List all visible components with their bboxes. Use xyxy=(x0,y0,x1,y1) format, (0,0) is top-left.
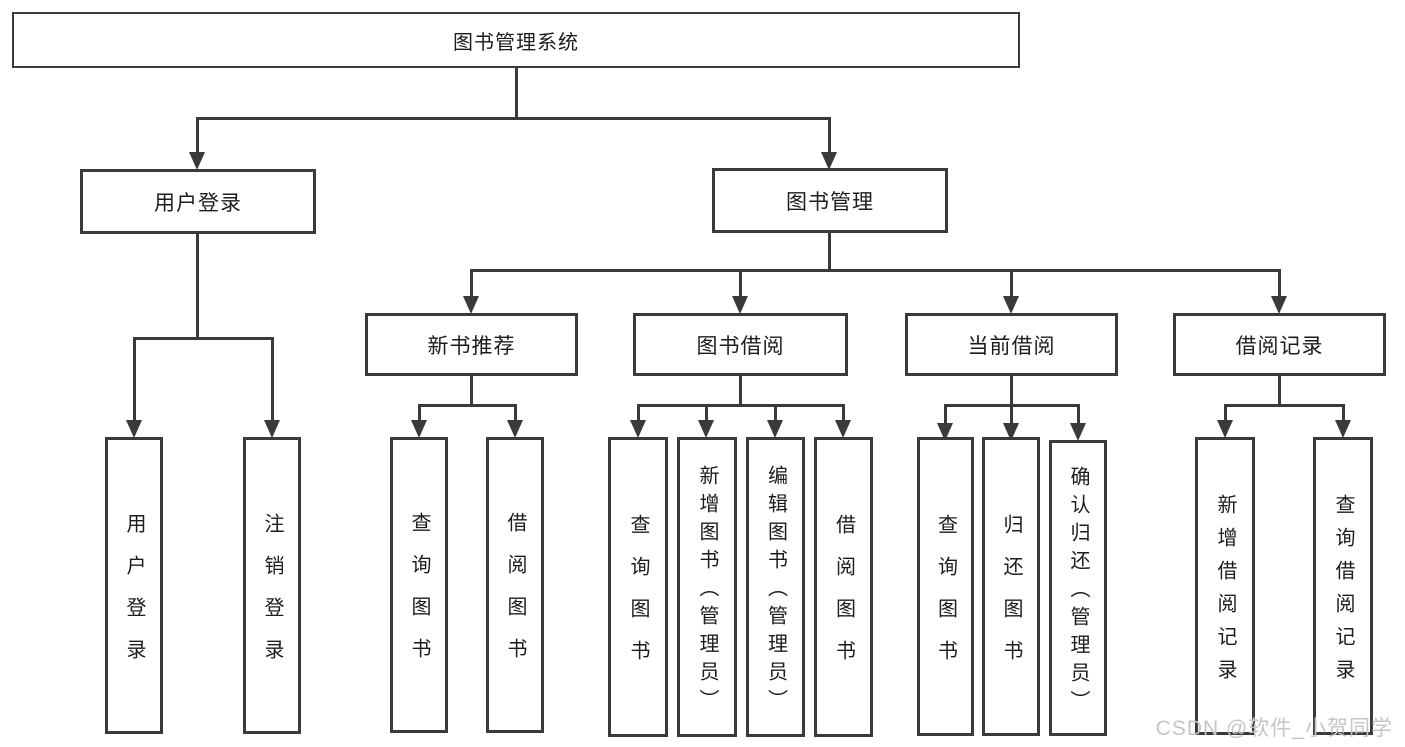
connector-line xyxy=(774,404,777,421)
arrow-down-icon xyxy=(189,152,205,170)
arrow-down-icon xyxy=(821,152,837,170)
connector-line xyxy=(637,404,640,421)
leaf-current-confirm-return-admin: 确认归还（管理员） xyxy=(1049,440,1107,736)
arrow-down-icon xyxy=(1070,423,1086,441)
arrow-down-icon xyxy=(507,420,523,438)
watermark: CSDN @软件_小贺同学 xyxy=(1155,717,1393,740)
leaf-records-query-record-label: 查询借阅记录 xyxy=(1332,493,1354,692)
node-borrow-records: 借阅记录 xyxy=(1173,313,1386,376)
connector-line xyxy=(196,117,199,153)
arrow-down-icon xyxy=(767,420,783,438)
leaf-borrow-add-books-admin: 新增图书（管理员） xyxy=(677,437,737,737)
leaf-current-query-books: 查询图书 xyxy=(917,437,974,736)
leaf-newbook-query-books: 查询图书 xyxy=(390,437,448,733)
leaf-borrow-query-books-label: 查询图书 xyxy=(627,514,649,682)
leaf-logout-label: 注销登录 xyxy=(261,512,283,681)
connector-line xyxy=(739,376,742,407)
arrow-down-icon xyxy=(463,296,479,314)
connector-line xyxy=(470,376,473,407)
leaf-current-return-books-label: 归还图书 xyxy=(1000,513,1022,682)
leaf-current-confirm-return-admin-label: 确认归还（管理员） xyxy=(1067,466,1089,718)
arrow-down-icon xyxy=(1003,423,1019,441)
leaf-borrow-edit-books-admin: 编辑图书（管理员） xyxy=(746,437,805,737)
connector-line xyxy=(1278,269,1281,297)
connector-line xyxy=(470,269,1281,272)
arrow-down-icon xyxy=(630,420,646,438)
node-borrow-records-label: 借阅记录 xyxy=(1235,334,1324,358)
arrow-down-icon xyxy=(937,423,953,441)
leaf-current-return-books: 归还图书 xyxy=(982,437,1040,736)
leaf-current-query-books-label: 查询图书 xyxy=(934,513,957,682)
connector-line xyxy=(514,404,517,421)
connector-line xyxy=(842,404,845,421)
connector-line xyxy=(418,404,517,407)
leaf-borrow-borrow-books-label: 借阅图书 xyxy=(832,514,855,682)
node-current-borrow: 当前借阅 xyxy=(905,313,1118,376)
connector-line xyxy=(637,404,845,407)
node-new-book-recommend: 新书推荐 xyxy=(365,313,578,376)
arrow-down-icon xyxy=(1217,420,1233,438)
connector-line xyxy=(133,337,274,340)
connector-line xyxy=(418,404,421,421)
leaf-borrow-borrow-books: 借阅图书 xyxy=(814,437,873,737)
leaf-newbook-borrow-books: 借阅图书 xyxy=(486,437,544,733)
arrow-down-icon xyxy=(411,420,427,438)
arrow-down-icon xyxy=(698,420,714,438)
leaf-user-login-label: 用户登录 xyxy=(123,512,145,681)
arrow-down-icon xyxy=(732,296,748,314)
connector-line xyxy=(1342,404,1345,421)
leaf-records-query-record: 查询借阅记录 xyxy=(1313,437,1373,735)
leaf-newbook-borrow-books-label: 借阅图书 xyxy=(504,512,526,680)
connector-line xyxy=(196,117,831,120)
leaf-logout: 注销登录 xyxy=(243,437,301,734)
node-book-management-label: 图书管理 xyxy=(786,190,874,214)
connector-line xyxy=(828,233,831,272)
connector-line xyxy=(739,269,742,297)
leaf-borrow-edit-books-admin-label: 编辑图书（管理员） xyxy=(764,465,787,717)
connector-line xyxy=(1010,376,1013,407)
connector-line xyxy=(1224,404,1345,407)
connector-line xyxy=(1224,404,1227,421)
connector-line xyxy=(470,269,473,297)
connector-line xyxy=(1077,404,1080,424)
node-book-borrow: 图书借阅 xyxy=(633,313,848,376)
node-root-label: 图书管理系统 xyxy=(453,31,579,54)
arrow-down-icon xyxy=(835,420,851,438)
leaf-records-add-record: 新增借阅记录 xyxy=(1195,437,1255,735)
leaf-borrow-query-books: 查询图书 xyxy=(608,437,668,737)
connector-line xyxy=(515,68,518,120)
connector-line xyxy=(196,234,199,340)
node-book-management: 图书管理 xyxy=(712,168,948,233)
connector-line xyxy=(944,404,947,424)
arrow-down-icon xyxy=(1003,296,1019,314)
node-root: 图书管理系统 xyxy=(12,12,1020,68)
connector-line xyxy=(1010,404,1013,424)
arrow-down-icon xyxy=(264,420,280,438)
leaf-borrow-add-books-admin-label: 新增图书（管理员） xyxy=(696,465,718,717)
node-user-login-label: 用户登录 xyxy=(154,191,242,215)
arrow-down-icon xyxy=(1271,296,1287,314)
node-new-book-recommend-label: 新书推荐 xyxy=(427,334,516,358)
connector-line xyxy=(1010,269,1013,297)
leaf-user-login: 用户登录 xyxy=(105,437,163,734)
connector-line xyxy=(828,117,831,153)
connector-line xyxy=(271,337,274,421)
arrow-down-icon xyxy=(126,420,142,438)
connector-line xyxy=(705,404,708,421)
node-current-borrow-label: 当前借阅 xyxy=(967,334,1056,358)
connector-line xyxy=(133,337,136,421)
leaf-newbook-query-books-label: 查询图书 xyxy=(408,512,430,680)
arrow-down-icon xyxy=(1335,420,1351,438)
leaf-records-add-record-label: 新增借阅记录 xyxy=(1214,493,1236,692)
node-user-login: 用户登录 xyxy=(80,169,316,234)
node-book-borrow-label: 图书借阅 xyxy=(696,334,785,358)
connector-line xyxy=(1278,376,1281,407)
